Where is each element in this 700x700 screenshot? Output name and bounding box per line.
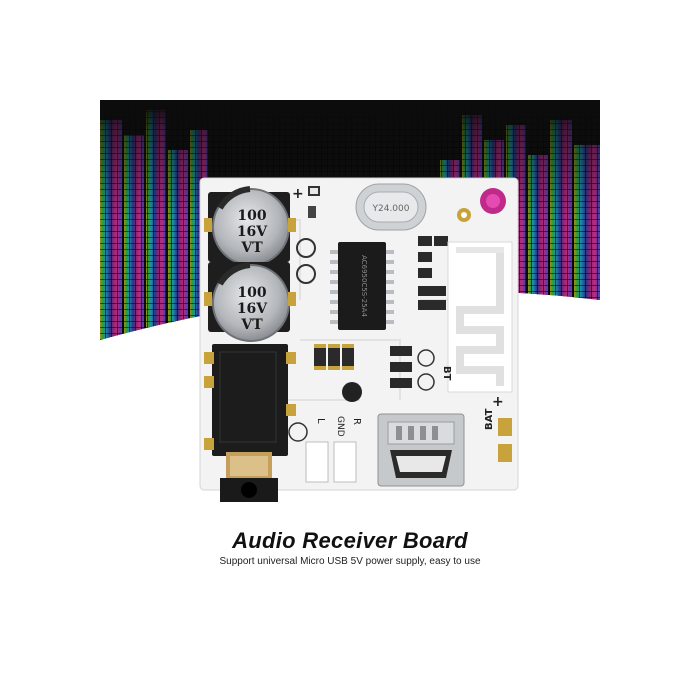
smd-components <box>314 236 448 388</box>
capacitor-top: 100 16V VT <box>208 186 290 266</box>
crystal-oscillator: Y24.000 <box>355 183 427 231</box>
caption-subtitle: Support universal Micro USB 5V power sup… <box>219 556 481 567</box>
capacitor-bottom-series: VT <box>240 317 263 333</box>
battery-pad <box>498 444 512 462</box>
capacitor-bottom-value: 100 <box>237 285 266 301</box>
via-hole <box>342 382 362 402</box>
caption-title: Audio Receiver Board <box>232 528 468 553</box>
capacitor-top-series: VT <box>240 240 263 256</box>
battery-pad <box>498 418 512 436</box>
bt-label: BT <box>441 366 452 381</box>
channel-labels: R GND L <box>315 416 362 437</box>
label-r: R <box>351 418 362 425</box>
product-photo: + Y24.000 100 16V VT 100 16V VT <box>100 100 600 510</box>
audio-jack-icon <box>204 344 296 502</box>
ic-chip: AC6950C5S-25A4 <box>330 242 394 330</box>
chip-marking: AC6950C5S-25A4 <box>360 255 368 317</box>
capacitor-top-value: 100 <box>237 208 266 224</box>
capacitor-bottom: 100 16V VT <box>208 262 290 342</box>
label-l: L <box>315 418 326 424</box>
bluetooth-antenna-icon <box>447 241 513 393</box>
capacitor-bottom-voltage: 16V <box>237 301 268 317</box>
crystal-marking: Y24.000 <box>372 204 410 214</box>
plus-label-top: + <box>292 186 304 202</box>
capacitor-top-voltage: 16V <box>237 224 268 240</box>
micro-usb-port-icon <box>377 413 465 487</box>
pcb-board: + Y24.000 100 16V VT 100 16V VT <box>199 177 519 502</box>
plus-label-right: + <box>492 394 504 410</box>
label-gnd: GND <box>335 416 345 437</box>
bat-label: BAT <box>484 408 495 430</box>
